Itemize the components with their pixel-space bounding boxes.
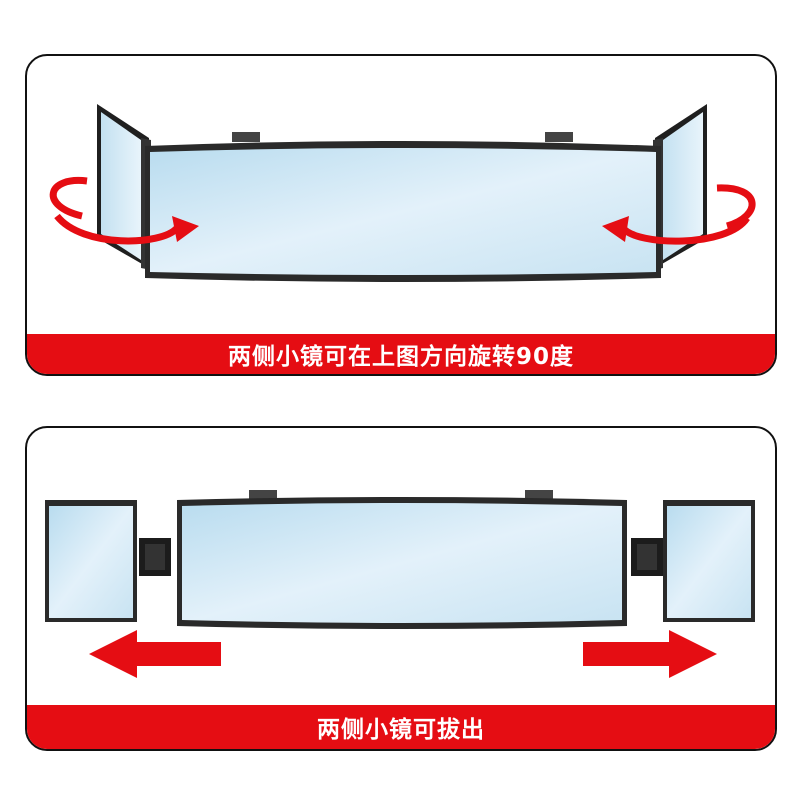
rotate-illustration bbox=[49, 104, 756, 282]
rotate-arrow-icon-right bbox=[602, 184, 756, 245]
left-connector bbox=[139, 538, 171, 576]
right-connector bbox=[631, 538, 663, 576]
caption-bar-rotate: 两侧小镜可在上图方向旋转90度 bbox=[27, 334, 775, 374]
right-side-mirror bbox=[653, 104, 707, 270]
caption-detach: 两侧小镜可拔出 bbox=[317, 717, 485, 743]
right-detached-mirror bbox=[663, 500, 755, 622]
left-side-mirror bbox=[97, 104, 151, 270]
panel-rotate: 两侧小镜可在上图方向旋转90度 bbox=[25, 54, 777, 376]
main-mirror-bottom bbox=[177, 490, 627, 629]
main-mirror bbox=[145, 132, 661, 282]
left-detached-mirror bbox=[45, 500, 137, 622]
detach-illustration bbox=[45, 490, 755, 678]
arrow-right-icon bbox=[583, 630, 717, 678]
arrow-left-icon bbox=[89, 630, 221, 678]
panel-detach: 两侧小镜可拔出 bbox=[25, 426, 777, 751]
rotate-arrow-icon-left bbox=[49, 176, 199, 245]
caption-rotate: 两侧小镜可在上图方向旋转90度 bbox=[227, 344, 574, 370]
caption-bar-detach: 两侧小镜可拔出 bbox=[27, 705, 775, 749]
